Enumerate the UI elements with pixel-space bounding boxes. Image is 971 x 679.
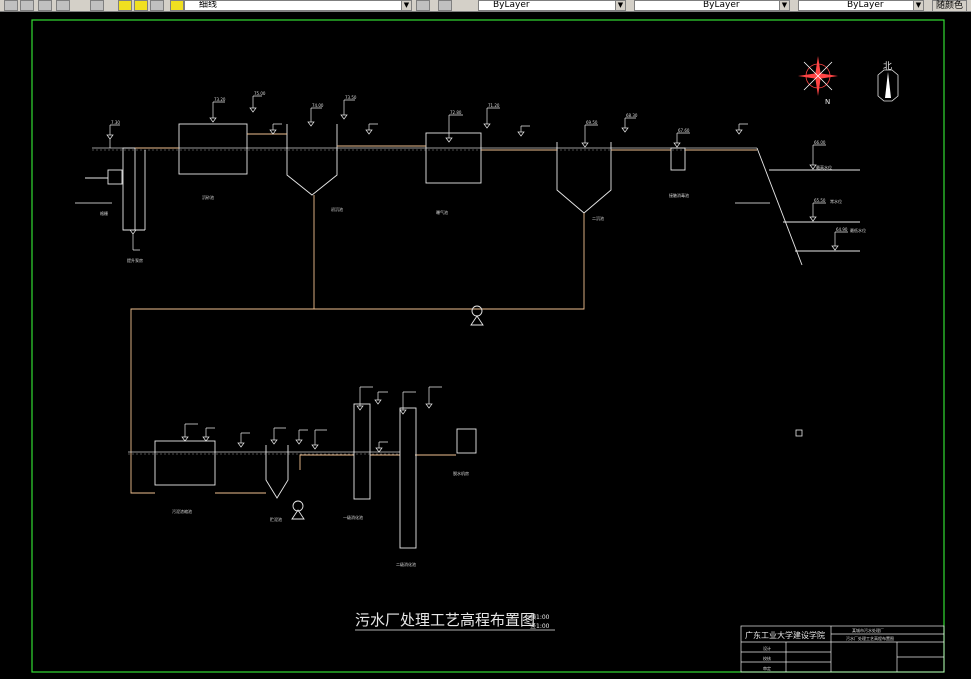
- svg-text:脱水机房: 脱水机房: [453, 470, 469, 476]
- svg-text:最高水位: 最高水位: [816, 164, 832, 170]
- svg-text:73.20: 73.20: [214, 97, 226, 102]
- svg-text:一级消化池: 一级消化池: [343, 514, 363, 520]
- svg-text:75.00: 75.00: [254, 91, 266, 96]
- drawing-title: 污水厂处理工艺高程布置图: [355, 611, 535, 629]
- lock-icon[interactable]: [150, 0, 164, 11]
- svg-text:74.00: 74.00: [312, 103, 324, 108]
- lineweight-dropdown[interactable]: ByLayer ▼: [798, 0, 924, 11]
- svg-text:二级消化池: 二级消化池: [396, 561, 416, 567]
- svg-text:68.30: 68.30: [626, 113, 638, 118]
- title-block-row-2: 校核: [763, 655, 771, 661]
- color-dropdown-value: ByLayer: [493, 0, 530, 10]
- chevron-down-icon: ▼: [615, 1, 625, 10]
- layers-icon[interactable]: [90, 0, 104, 11]
- svg-text:初沉池: 初沉池: [331, 206, 343, 212]
- scale-horizontal: 横1:00: [530, 613, 550, 621]
- lightbulb-icon[interactable]: [118, 0, 132, 11]
- layer-dropdown-value: 细线: [199, 0, 218, 10]
- svg-text:接触消毒池: 接触消毒池: [669, 192, 689, 198]
- svg-text:7.30: 7.30: [111, 120, 120, 125]
- sun-icon[interactable]: [134, 0, 148, 11]
- layer-previous-icon[interactable]: [20, 0, 34, 11]
- svg-text:66.00: 66.00: [814, 140, 826, 145]
- chevron-down-icon: ▼: [913, 1, 923, 10]
- title-block-project: 某城市污水处理厂: [852, 627, 884, 633]
- title-block-row-1: 设计: [763, 645, 771, 651]
- svg-text:69.50: 69.50: [586, 120, 598, 125]
- svg-text:71.20: 71.20: [488, 103, 500, 108]
- inlet-well: [75, 147, 146, 231]
- color-swatch-icon[interactable]: [170, 0, 184, 11]
- lineweight-dropdown-value: ByLayer: [847, 0, 884, 10]
- svg-text:格栅: 格栅: [100, 210, 108, 216]
- lower-ground: [128, 451, 400, 455]
- toolbar: 细线 ▼ ByLayer ▼ ByLayer ▼ ByLayer ▼ 随颜色: [0, 0, 971, 12]
- level-values: 7.30 73.20 75.00 74.00 73.50 72.80 71.20…: [111, 91, 848, 232]
- title-block-institution: 广东工业大学建设学院: [745, 630, 825, 640]
- match-properties-icon[interactable]: [38, 0, 52, 11]
- sludge-pump-1: [470, 305, 484, 326]
- layer-states-icon[interactable]: [438, 0, 452, 11]
- color-dropdown[interactable]: ByLayer ▼: [478, 0, 626, 11]
- svg-text:二沉池: 二沉池: [592, 215, 604, 221]
- compass-n-label: N: [825, 98, 830, 106]
- grit-tank: [178, 123, 248, 175]
- svg-text:污泥浓缩池: 污泥浓缩池: [172, 508, 192, 514]
- flow-lines: [130, 133, 757, 494]
- primary-clarifier: [286, 124, 338, 196]
- svg-text:73.50: 73.50: [345, 95, 357, 100]
- linetype-dropdown-value: ByLayer: [703, 0, 740, 10]
- upper-ground: [92, 147, 757, 151]
- freeze-icon[interactable]: [56, 0, 70, 11]
- chevron-down-icon: ▼: [401, 1, 411, 10]
- layer-icon[interactable]: [4, 0, 18, 11]
- svg-text:65.50: 65.50: [814, 198, 826, 203]
- compass-rose-icon: N: [798, 56, 838, 106]
- svg-text:沉砂池: 沉砂池: [202, 194, 214, 200]
- thickener-tank: [154, 440, 216, 486]
- make-current-icon[interactable]: [416, 0, 430, 11]
- digester-1: [353, 403, 371, 500]
- sludge-storage: [265, 445, 305, 520]
- digester-2: [399, 407, 417, 549]
- disinfect-tank: [670, 147, 686, 171]
- svg-text:67.60: 67.60: [678, 128, 690, 133]
- svg-text:曝气池: 曝气池: [436, 209, 448, 215]
- svg-text:贮泥池: 贮泥池: [270, 516, 282, 522]
- layer-dropdown[interactable]: 细线 ▼: [184, 0, 412, 11]
- svg-text:64.90: 64.90: [836, 227, 848, 232]
- plot-style-button[interactable]: 随颜色: [932, 0, 968, 11]
- dewater-room: [456, 428, 477, 454]
- svg-text:72.80: 72.80: [450, 110, 462, 115]
- secondary-clarifier: [556, 142, 612, 214]
- pickbox: [795, 429, 803, 437]
- river-bank: [735, 147, 860, 266]
- title-block-drawing-name: 污水厂处理工艺高程布置图: [846, 635, 894, 641]
- chevron-down-icon: ▼: [779, 1, 789, 10]
- scale-vertical: 竖1:00: [530, 622, 550, 630]
- aeration-tank: [425, 132, 482, 184]
- north-label: 北: [883, 61, 892, 72]
- svg-text:最低水位: 最低水位: [850, 227, 866, 233]
- unit-labels: 格栅 提升泵房 沉砂池 初沉池 曝气池 二沉池 接触消毒池 污泥浓缩池 贮泥池 …: [100, 164, 866, 567]
- linetype-dropdown[interactable]: ByLayer ▼: [634, 0, 790, 11]
- svg-text:常水位: 常水位: [830, 198, 842, 204]
- title-block: [740, 625, 945, 673]
- drawing-border: [31, 19, 945, 673]
- north-arrow-icon: 北: [877, 61, 899, 102]
- title-block-row-3: 审定: [763, 665, 771, 671]
- svg-text:提升泵房: 提升泵房: [127, 257, 143, 263]
- level-markers: [106, 95, 848, 453]
